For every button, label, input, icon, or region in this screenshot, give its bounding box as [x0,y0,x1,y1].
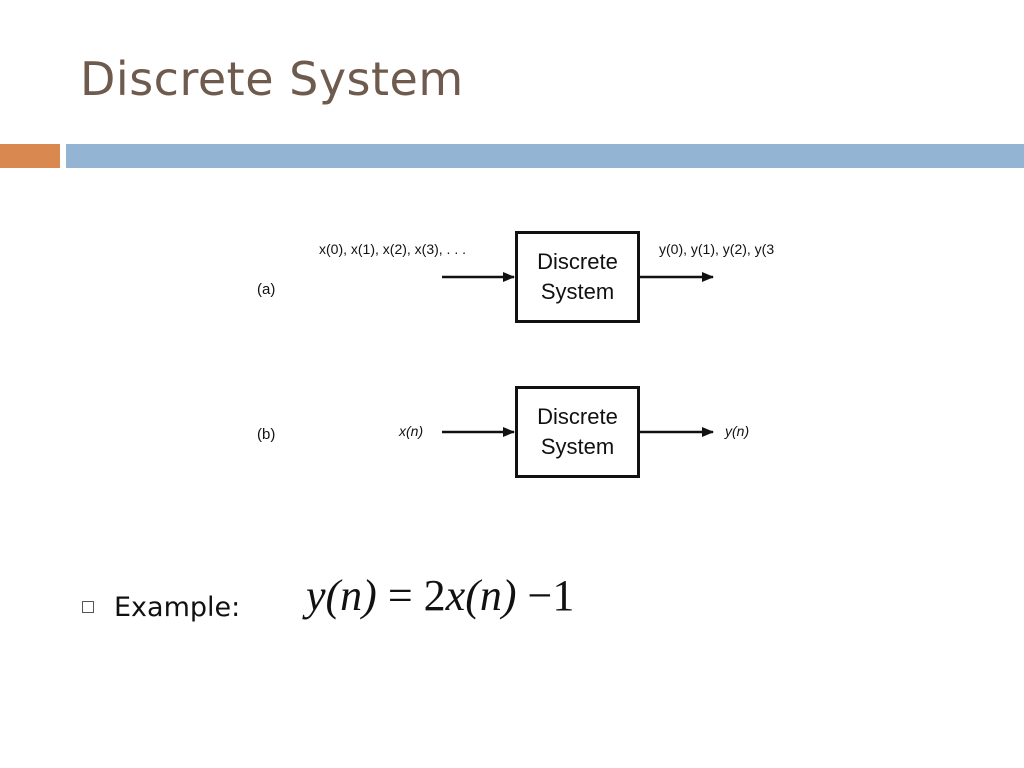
square-bullet-icon [82,601,94,613]
panel-a-input-label: x(0), x(1), x(2), x(3), . . . [319,241,467,257]
panel-b-system-box: Discrete System [515,386,640,478]
accent-bar-orange [0,144,60,168]
equation-rhs-var: x(n) [445,571,517,620]
equation-lhs: y(n) [306,571,377,620]
panel-a-box-line1: Discrete [537,249,618,274]
panel-b-output-label: y(n) [725,423,750,439]
slide-title: Discrete System [80,52,464,106]
example-label: Example: [114,591,241,623]
equation-constant: 1 [552,571,575,620]
panel-b-label: (b) [257,426,276,443]
panel-b-box-line2: System [540,434,615,459]
diagram-arrows [442,272,714,437]
panel-b-input-label: x(n) [399,423,424,439]
accent-bar-blue [66,144,1024,168]
panel-a-label: (a) [257,281,276,298]
panel-a-box-line2: System [540,279,615,304]
example-bullet: Example: [82,582,240,632]
equation-coefficient: 2 [423,571,446,620]
panel-a-system-box: Discrete System [515,231,640,323]
discrete-system-diagram: (a) x(0), x(1), x(2), x(3), . . . Discre… [250,218,810,498]
equation-equals: = [387,571,413,620]
panel-b-box-line1: Discrete [537,404,618,429]
equation-minus: − [527,571,553,620]
panel-a-output-label: y(0), y(1), y(2), y(3 [659,241,775,257]
example-equation: y(n) = 2x(n) −1 [306,570,574,621]
